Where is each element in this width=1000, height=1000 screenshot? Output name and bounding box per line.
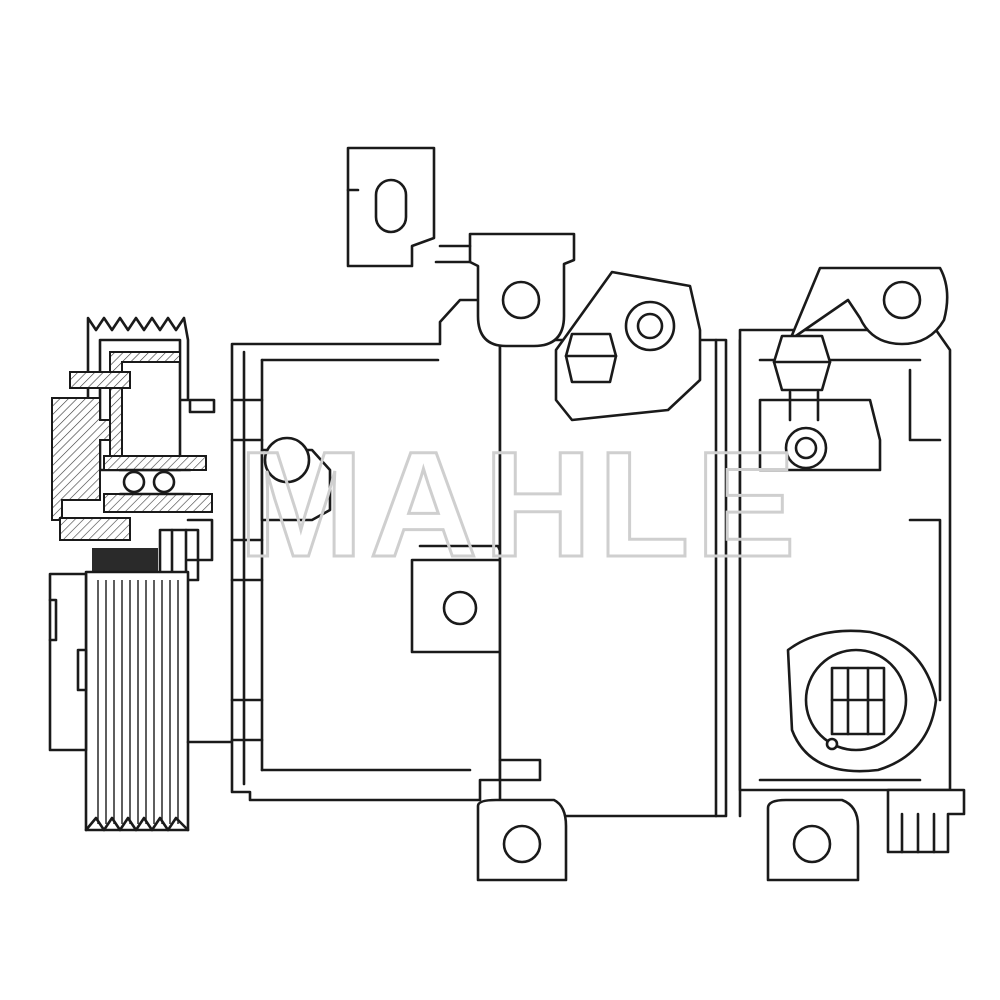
mount-hole-top-left <box>501 280 541 320</box>
mount-hole-bottom-right <box>792 824 832 864</box>
mounting-ear-top-right <box>788 266 949 346</box>
mounting-ear-bottom-left <box>476 758 568 882</box>
mounting-ear-bottom-right <box>766 798 860 882</box>
top-mounting-bracket <box>346 146 436 268</box>
mount-hole-top-right <box>882 280 922 320</box>
mounting-ear-top-left <box>434 232 576 348</box>
center-boss-hole <box>442 590 478 626</box>
electrical-connector <box>786 629 938 773</box>
mount-hole-bottom-left <box>502 824 542 864</box>
pulley-clutch-assembly <box>48 316 234 832</box>
suction-port-nut <box>564 332 618 384</box>
discharge-port <box>758 334 882 472</box>
suction-port <box>554 270 702 422</box>
pulley-rib-lines <box>97 580 179 824</box>
pressure-switch <box>886 788 966 854</box>
bracket-slot-hole <box>374 178 408 234</box>
watermark-text: MAHLE <box>238 420 801 588</box>
